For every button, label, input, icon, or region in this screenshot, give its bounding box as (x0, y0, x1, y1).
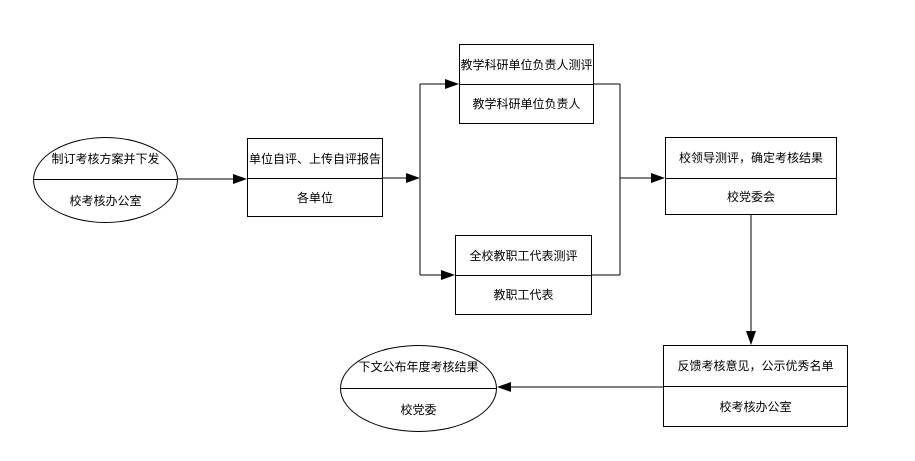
node-start: 制订考核方案并下发 校考核办公室 (33, 137, 178, 223)
node-staff-rep-eval: 全校教职工代表测评 教职工代表 (455, 235, 592, 315)
node-self-eval-action-label: 单位自评、上传自评报告 (248, 139, 382, 179)
node-self-eval-actor-label: 各单位 (296, 190, 333, 205)
node-unit-leader-eval-actor-label: 教学科研单位负责人 (472, 97, 581, 111)
node-feedback: 反馈考核意见，公示优秀名单 校考核办公室 (663, 345, 848, 427)
node-school-leader-eval-actor-label: 校党委会 (726, 189, 775, 204)
node-start-action-label: 制订考核方案并下发 (34, 138, 177, 180)
node-school-leader-eval: 校领导测评，确定考核结果 校党委会 (665, 137, 837, 215)
node-self-eval: 单位自评、上传自评报告 各单位 (247, 138, 383, 217)
node-start-actor-label: 校考核办公室 (69, 194, 142, 208)
node-staff-rep-eval-action-label: 全校教职工代表测评 (456, 236, 591, 276)
node-feedback-action-label: 反馈考核意见，公示优秀名单 (664, 346, 847, 387)
node-feedback-actor-label: 校考核办公室 (719, 399, 792, 414)
node-staff-rep-eval-actor-label: 教职工代表 (493, 288, 554, 302)
node-end: 下文公布年度考核结果 校党委 (340, 345, 497, 432)
node-unit-leader-eval: 教学科研单位负责人测评 教学科研单位负责人 (459, 44, 594, 124)
node-end-actor-label: 校党委 (400, 403, 437, 417)
node-end-action-label: 下文公布年度考核结果 (341, 346, 496, 389)
node-unit-leader-eval-action-label: 教学科研单位负责人测评 (460, 45, 593, 85)
node-school-leader-eval-action-label: 校领导测评，确定考核结果 (666, 138, 836, 179)
